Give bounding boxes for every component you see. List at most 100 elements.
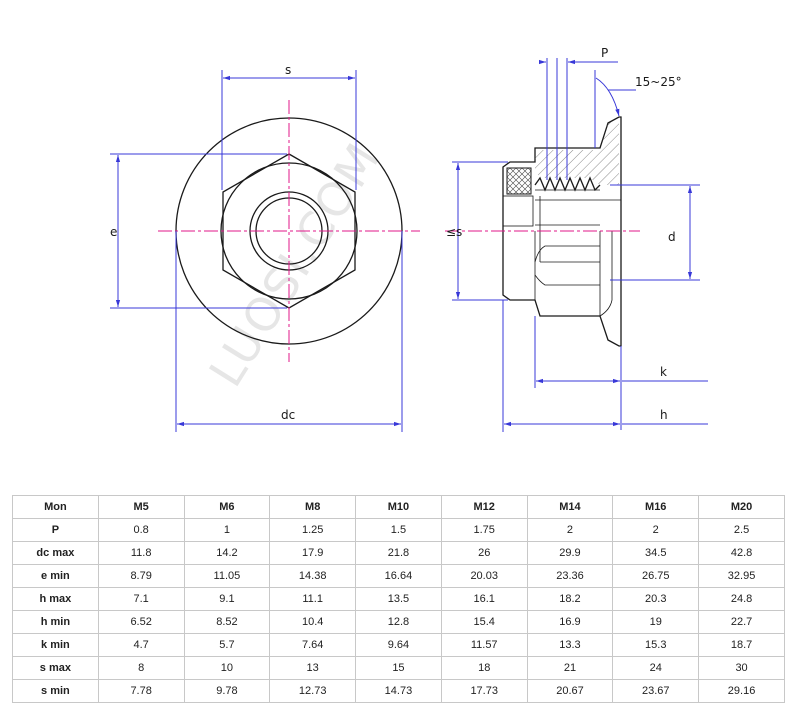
dim-label-angle: 15~25° [635,75,682,89]
table-cell: 4.7 [97,633,185,657]
dim-arc-angle [595,77,620,117]
table-cell: 17.9 [269,541,357,565]
table-cell: 15 [355,656,442,680]
row-label: e min [12,564,99,588]
header-label: Mon [12,495,99,519]
table-cell: 5.7 [183,633,271,657]
header-size: M12 [440,495,528,519]
table-cell: 8.79 [97,564,185,588]
table-cell: 20.03 [440,564,528,588]
table-cell: 22.7 [698,610,785,634]
table-cell: 16.64 [355,564,442,588]
row-label: s min [12,679,99,703]
row-label: k min [12,633,99,657]
table-cell: 32.95 [698,564,785,588]
table-cell: 14.38 [269,564,357,588]
technical-drawing: LUOSI.COM s e dc [110,46,708,432]
table-cell: 42.8 [698,541,785,565]
table-cell: 18.7 [698,633,785,657]
table-cell: 14.73 [355,679,442,703]
table-cell: 13.3 [526,633,614,657]
table-cell: 10 [183,656,271,680]
table-cell: 15.4 [440,610,528,634]
table-cell: 29.9 [526,541,614,565]
table-cell: 9.1 [183,587,271,611]
table-cell: 13.5 [355,587,442,611]
dim-label-k: k [660,365,667,379]
table-cell: 23.67 [612,679,700,703]
header-size: M5 [97,495,185,519]
table-cell: 1.25 [269,518,357,542]
table-cell: 11.8 [97,541,185,565]
table-cell: 9.78 [183,679,271,703]
table-cell: 26.75 [612,564,700,588]
table-cell: 20.67 [526,679,614,703]
table-cell: 16.1 [440,587,528,611]
header-size: M16 [612,495,700,519]
table-cell: 23.36 [526,564,614,588]
table-cell: 1.75 [440,518,528,542]
row-label: h min [12,610,99,634]
table-cell: 18.2 [526,587,614,611]
table-cell: 14.2 [183,541,271,565]
header-size: M10 [355,495,442,519]
table-cell: 29.16 [698,679,785,703]
nylon-insert [506,167,532,195]
dim-label-e: e [110,225,117,239]
table-cell: 2.5 [698,518,785,542]
table-cell: 1 [183,518,271,542]
table-cell: 7.1 [97,587,185,611]
table-cell: 13 [269,656,357,680]
table-cell: 11.1 [269,587,357,611]
row-label: P [12,518,99,542]
table-cell: 10.4 [269,610,357,634]
table-cell: 26 [440,541,528,565]
table-cell: 12.73 [269,679,357,703]
header-size: M14 [526,495,614,519]
table-cell: 7.64 [269,633,357,657]
dim-label-d: d [668,230,676,244]
table-cell: 21 [526,656,614,680]
header-size: M20 [698,495,785,519]
table-cell: 16.9 [526,610,614,634]
table-cell: 11.57 [440,633,528,657]
table-cell: 19 [612,610,700,634]
table-cell: 8.52 [183,610,271,634]
row-label: dc max [12,541,99,565]
thread-profile [534,176,601,192]
header-size: M8 [269,495,357,519]
table-cell: 15.3 [612,633,700,657]
side-view: ≤s d P 15~25° k h [445,46,708,432]
row-label: h max [12,587,99,611]
table-cell: 9.64 [355,633,442,657]
table-cell: 21.8 [355,541,442,565]
table-cell: 12.8 [355,610,442,634]
row-label: s max [12,656,99,680]
dim-label-s: s [285,63,291,77]
front-view: s e dc [110,63,420,432]
table-cell: 2 [612,518,700,542]
table-cell: 11.05 [183,564,271,588]
table-cell: 1.5 [355,518,442,542]
header-size: M6 [183,495,271,519]
table-cell: 34.5 [612,541,700,565]
section-hatch [535,118,619,185]
table-cell: 6.52 [97,610,185,634]
dim-label-s-max: ≤s [446,225,462,239]
watermark: LUOSI.COM [199,133,391,396]
table-cell: 17.73 [440,679,528,703]
table-cell: 24.8 [698,587,785,611]
table-cell: 20.3 [612,587,700,611]
table-cell: 30 [698,656,785,680]
